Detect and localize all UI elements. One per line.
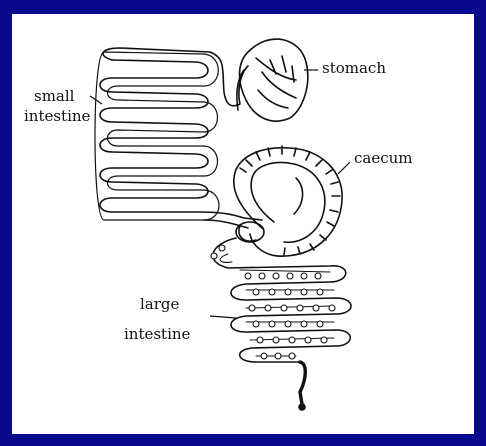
stomach-connector [103,48,248,106]
large-intestine-leader [210,316,236,318]
small-intestine-label-line1: small [34,88,74,105]
stomach-label: stomach [322,60,386,77]
small-intestine-organ [95,52,262,228]
caecum-label: caecum [354,150,413,167]
large-intestine-organ [213,238,351,410]
large-intestine-label-line2: intestine [124,326,190,343]
caecum-organ [234,146,342,256]
stomach-organ [240,39,308,121]
caecum-leader [338,162,350,174]
small-intestine-label-line2: intestine [24,108,90,125]
large-intestine-label-line1: large [140,296,179,313]
